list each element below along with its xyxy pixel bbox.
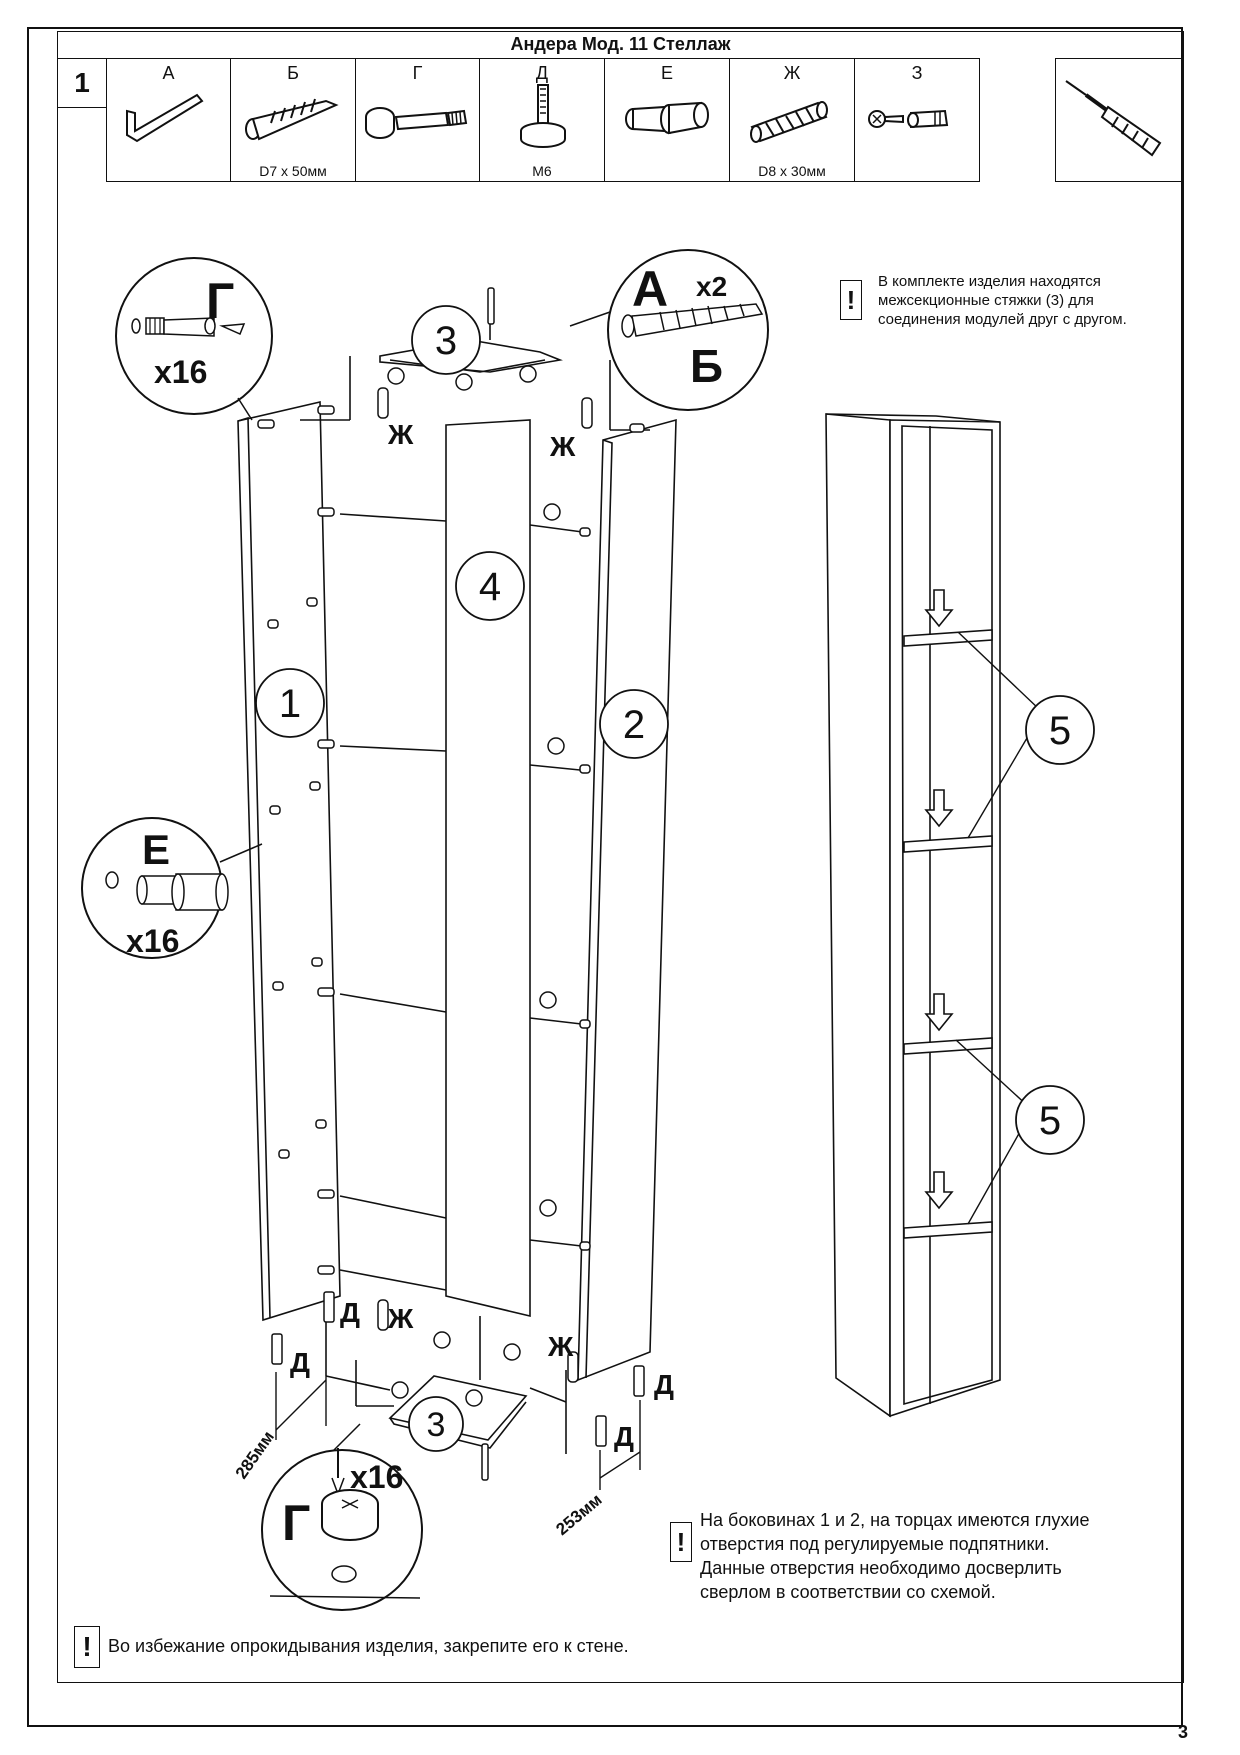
- note-top-line: межсекционные стяжки (3) для: [878, 292, 1094, 309]
- cam-lock-icon: [365, 107, 468, 139]
- part-cell-zh: Ж D8 x 30мм: [729, 58, 855, 182]
- note-bottom-line: сверлом в соответствии со схемой.: [700, 1582, 996, 1602]
- panel-number-1: 1: [279, 682, 301, 726]
- page-frame: [27, 27, 1183, 1727]
- panel-number-3-bottom: 3: [427, 1406, 446, 1444]
- panel-number-5-a: 5: [1049, 709, 1071, 753]
- cabinet-side-view: [825, 413, 1001, 1418]
- panel-number-4: 4: [479, 565, 501, 609]
- part-cell-z: З: [854, 58, 980, 182]
- panel-number-3-top: 3: [435, 319, 457, 363]
- label-d-3: Д: [654, 1369, 674, 1400]
- tool-cell: [1055, 58, 1182, 182]
- note-top: В комплекте изделия находятся межсекцион…: [878, 272, 1127, 329]
- part-letter: Ж: [783, 63, 801, 83]
- part-letter: Е: [660, 63, 673, 83]
- part-letter: А: [162, 63, 175, 83]
- part-cell-d: Д M6: [479, 58, 605, 182]
- note-top-line: соединения модулей друг с другом.: [878, 311, 1127, 328]
- label-zh-top-left: Ж: [387, 419, 414, 450]
- callout-e: [81, 817, 263, 959]
- label-zh-bottom-left: Ж: [387, 1303, 414, 1334]
- warning-icon: !: [840, 280, 862, 320]
- note-bottom-line: Данные отверстия необходимо досверлить: [700, 1558, 1062, 1578]
- back-panel-4: [445, 419, 531, 1318]
- part-size: D7 x 50мм: [259, 163, 327, 179]
- panel-number-2: 2: [623, 703, 645, 747]
- connector-screw-icon: [868, 109, 949, 129]
- part-letter: Б: [287, 63, 299, 83]
- callout-e-qty: x16: [126, 923, 179, 959]
- callout-g-top-letter: Г: [206, 273, 234, 329]
- callout-a-letter: А: [632, 261, 668, 317]
- screwdriver-icon: [1065, 80, 1162, 157]
- label-d-1: Д: [340, 1297, 360, 1328]
- note-bottom: На боковинах 1 и 2, на торцах имеются гл…: [700, 1508, 1089, 1604]
- callout-g-bottom-qty: x16: [350, 1459, 403, 1495]
- note-top-line: В комплекте изделия находятся: [878, 273, 1101, 290]
- warning-icon: !: [670, 1522, 692, 1562]
- content-frame: [57, 31, 1184, 1683]
- euro-screw-icon: [245, 98, 339, 141]
- callout-g-bottom: [261, 1423, 423, 1611]
- page-number: 3: [1177, 1722, 1188, 1742]
- side-panel-2: [577, 418, 677, 1382]
- callout-g-bottom-letter: Г: [282, 1495, 310, 1551]
- label-d-4: Д: [614, 1421, 634, 1452]
- note-bottom-line: На боковинах 1 и 2, на торцах имеются гл…: [700, 1510, 1090, 1530]
- callout-g-top: [115, 257, 273, 421]
- label-zh-bottom-right: Ж: [547, 1331, 574, 1362]
- part-letter: Г: [412, 63, 423, 83]
- callout-a-b: [569, 249, 769, 411]
- shelf-support-icon: [625, 101, 709, 135]
- part-letter: З: [911, 63, 923, 83]
- adjustable-foot-icon: [520, 84, 566, 148]
- panel-number-5-b: 5: [1039, 1099, 1061, 1143]
- label-d-2: Д: [290, 1347, 310, 1378]
- callout-g-top-qty: x16: [154, 354, 207, 390]
- dimension-right: 253мм: [552, 1490, 605, 1539]
- page-title: Андера Мод. 11 Стеллаж: [510, 34, 731, 54]
- callout-e-letter: Е: [142, 826, 170, 873]
- label-zh-top-right: Ж: [549, 431, 576, 462]
- callout-a-qty: x2: [696, 271, 727, 302]
- wood-dowel-icon: [750, 101, 828, 143]
- part-letter: Д: [535, 63, 549, 83]
- dimension-left: 285мм: [232, 1428, 278, 1483]
- callout-b-letter: Б: [690, 340, 723, 392]
- warning-icon: !: [74, 1626, 100, 1668]
- hex-key-icon: [126, 93, 204, 143]
- part-size: M6: [532, 163, 552, 179]
- note-wall: Во избежание опрокидывания изделия, закр…: [108, 1636, 629, 1656]
- note-bottom-line: отверстия под регулируемые подпятники.: [700, 1534, 1050, 1554]
- side-panel-1: [237, 400, 341, 1322]
- part-size: D8 x 30мм: [758, 163, 826, 179]
